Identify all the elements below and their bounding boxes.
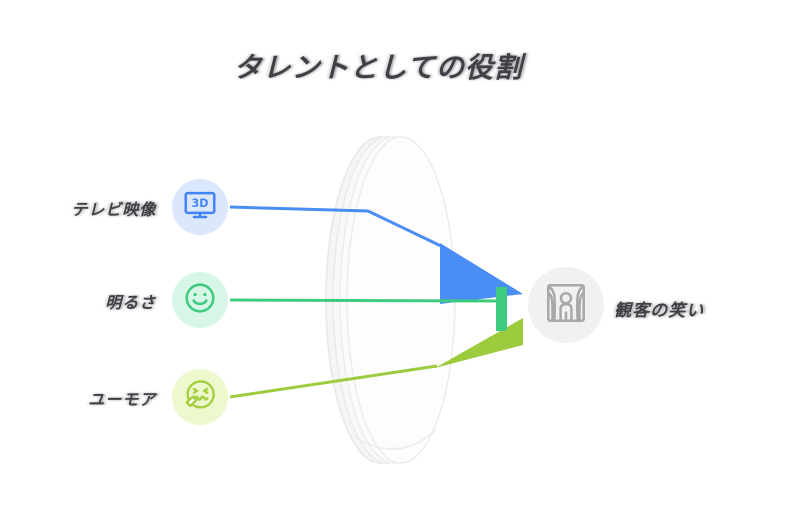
target-label: 観客の笑い xyxy=(612,301,708,321)
target-circle-stage xyxy=(528,267,604,343)
source-circle-sneeze xyxy=(172,369,228,425)
source-circle-smile xyxy=(172,272,228,328)
source-circle-tv: 3D xyxy=(172,179,228,235)
svg-text:3D: 3D xyxy=(192,197,209,210)
smiley-face-icon xyxy=(181,279,219,321)
source-label-tv: テレビ映像 xyxy=(70,200,160,219)
green-ray xyxy=(229,287,507,331)
stage-person-icon xyxy=(541,278,591,332)
yellow-green-ray xyxy=(229,318,523,399)
diagram-title: タレントとしての役割 xyxy=(231,51,530,84)
3d-display-icon: 3D xyxy=(181,186,219,228)
source-label-humor: ユーモア xyxy=(87,390,160,409)
sneezing-face-icon xyxy=(181,376,219,418)
source-label-brightness: 明るさ xyxy=(104,293,160,312)
blue-ray xyxy=(229,205,523,304)
